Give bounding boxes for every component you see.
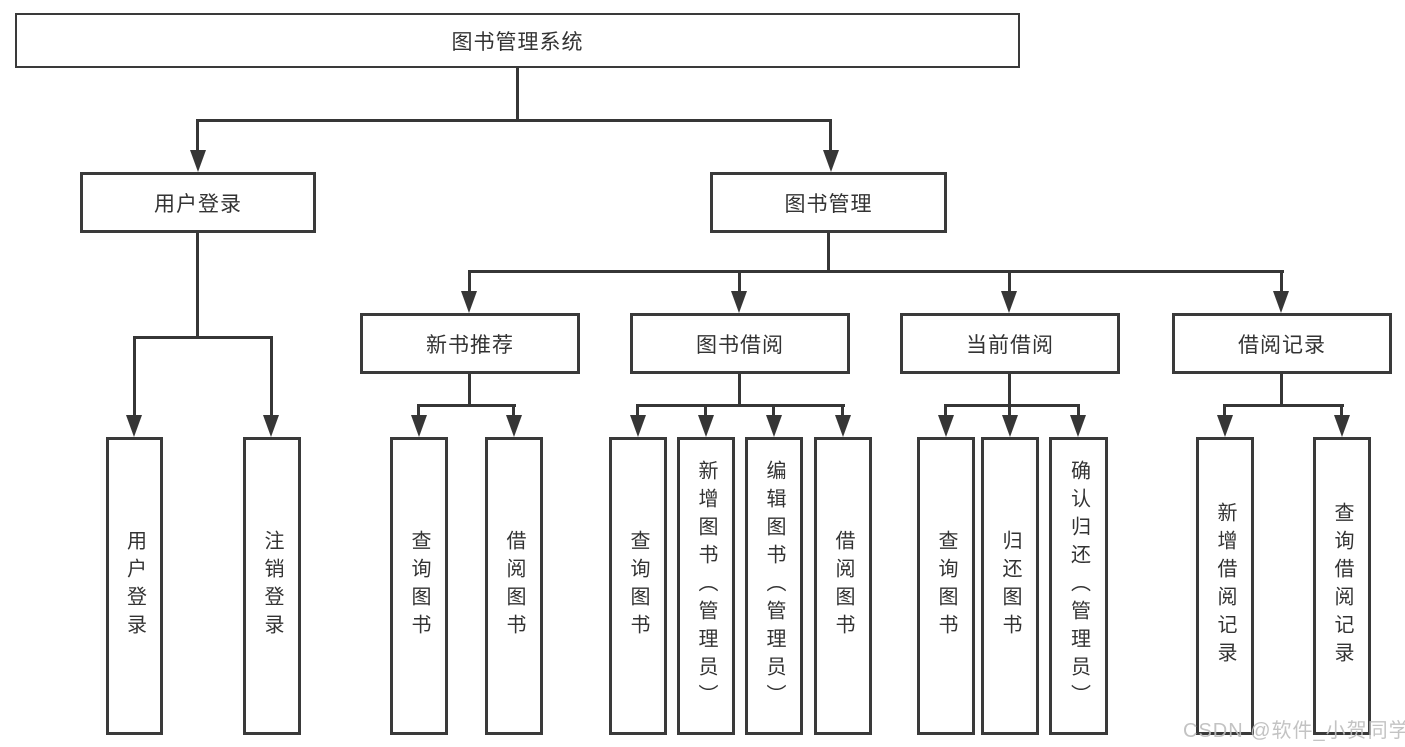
node-user-login: 用户登录 [80,172,316,233]
connector-line [772,404,775,422]
connector-line [196,119,199,153]
leaf-borrow-books: 借阅图书 [814,437,872,735]
connector-line [133,336,136,420]
connector-line [841,404,844,422]
node-borrowing-records: 借阅记录 [1172,313,1392,374]
node-label: 查询图书 [935,530,957,642]
node-label: 查询图书 [408,530,430,642]
arrow-down-icon [506,415,522,437]
node-label: 新增借阅记录 [1214,502,1236,670]
connector-line [1223,404,1226,422]
connector-line [512,404,515,422]
node-label: 归还图书 [999,530,1021,642]
node-current-borrowing: 当前借阅 [900,313,1120,374]
arrow-down-icon [1002,415,1018,437]
connector-line [196,233,199,338]
leaf-add-books-admin: 新增图书（管理员） [677,437,735,735]
leaf-confirm-return-admin: 确认归还（管理员） [1049,437,1108,735]
node-label: 图书管理系统 [451,30,584,54]
node-label: 注销登录 [261,530,283,642]
leaf-borrow-books: 借阅图书 [485,437,543,735]
connector-line [1280,374,1283,407]
connector-line [829,119,832,153]
connector-line [1340,404,1343,422]
connector-line [468,374,471,407]
connector-line [636,404,845,407]
arrow-down-icon [938,415,954,437]
arrow-down-icon [411,415,427,437]
leaf-query-books: 查询图书 [609,437,667,735]
arrow-down-icon [766,415,782,437]
node-label: 借阅图书 [503,530,525,642]
leaf-query-borrow-record: 查询借阅记录 [1313,437,1371,735]
connector-line [738,270,741,296]
leaf-edit-books-admin: 编辑图书（管理员） [745,437,803,735]
arrow-down-icon [630,415,646,437]
connector-line [704,404,707,422]
connector-line [417,404,516,407]
connector-line [468,270,471,296]
node-system-root: 图书管理系统 [15,13,1020,68]
connector-line [1008,374,1011,407]
arrow-down-icon [263,415,279,437]
connector-line [944,404,1080,407]
node-label: 用户登录 [123,530,146,642]
arrow-down-icon [823,150,839,172]
arrow-down-icon [1217,415,1233,437]
connector-line [1223,404,1344,407]
node-label: 确认归还（管理员） [1067,460,1090,712]
arrow-down-icon [1273,291,1289,313]
node-label: 图书管理 [784,192,873,216]
leaf-user-login: 用户登录 [106,437,163,735]
connector-line [196,119,832,122]
node-label: 新增图书（管理员） [695,460,717,712]
arrow-down-icon [190,150,206,172]
leaf-logout-login: 注销登录 [243,437,301,735]
connector-line [270,336,273,420]
node-book-borrowing: 图书借阅 [630,313,850,374]
connector-line [1280,270,1283,296]
node-label: 查询借阅记录 [1331,502,1353,670]
connector-line [468,270,1284,273]
node-label: 借阅图书 [832,530,854,642]
node-label: 借阅记录 [1238,333,1326,357]
leaf-query-books: 查询图书 [917,437,975,735]
connector-line [1008,270,1011,296]
arrow-down-icon [698,415,714,437]
leaf-query-books: 查询图书 [390,437,448,735]
node-label: 当前借阅 [966,333,1054,357]
connector-line [417,404,420,422]
arrow-down-icon [1334,415,1350,437]
node-label: 用户登录 [154,192,242,216]
connector-line [636,404,639,422]
node-new-book-recommend: 新书推荐 [360,313,580,374]
arrow-down-icon [1001,291,1017,313]
connector-line [827,233,830,272]
node-label: 新书推荐 [426,333,514,357]
leaf-add-borrow-record: 新增借阅记录 [1196,437,1254,735]
arrow-down-icon [461,291,477,313]
connector-line [133,336,273,339]
arrow-down-icon [126,415,142,437]
connector-line [944,404,947,422]
node-book-management: 图书管理 [710,172,947,233]
connector-line [516,68,519,122]
csdn-watermark: CSDN @软件_小贺同学 [1183,720,1405,742]
connector-line [738,374,741,407]
connector-line [1008,404,1011,422]
node-label: 编辑图书（管理员） [763,460,785,712]
arrow-down-icon [731,291,747,313]
node-label: 图书借阅 [696,333,784,357]
arrow-down-icon [835,415,851,437]
node-label: 查询图书 [627,530,649,642]
connector-line [1077,404,1080,422]
arrow-down-icon [1070,415,1086,437]
leaf-return-books: 归还图书 [981,437,1039,735]
